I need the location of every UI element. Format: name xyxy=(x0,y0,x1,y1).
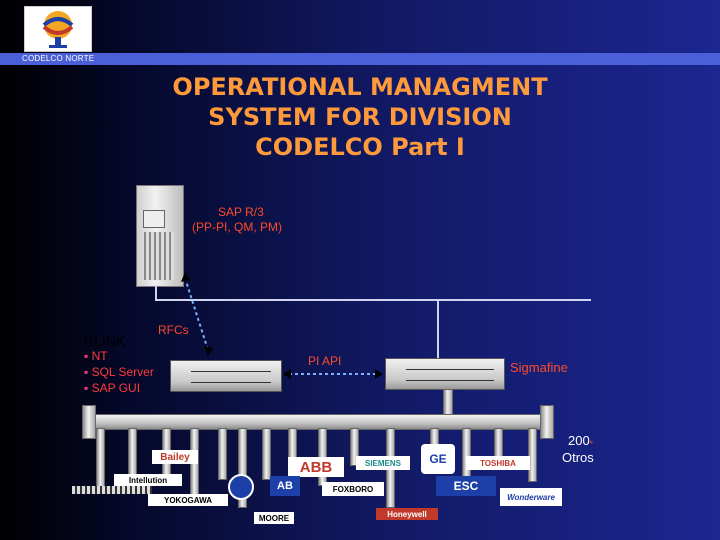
pi-pipe-drop xyxy=(443,389,453,417)
pipe-drop xyxy=(528,428,537,482)
rlink-server-unit xyxy=(170,360,282,392)
server-slots xyxy=(144,232,174,280)
vendor-logo-bailey: Bailey xyxy=(152,450,198,464)
vendor-logo-siemens: SIEMENS xyxy=(356,456,410,470)
server-panel xyxy=(143,210,165,228)
rfcs-arrow xyxy=(181,272,213,356)
vendor-emblem-icon xyxy=(228,474,254,500)
server-drop-line xyxy=(155,285,157,299)
vendor-logo-toshiba: TOSHIBA xyxy=(466,456,530,470)
vendor-logo-strip xyxy=(72,486,152,494)
rfcs-label: RFCs xyxy=(158,323,189,337)
pipe-drop xyxy=(462,428,471,482)
sigmafine-label: Sigmafine xyxy=(510,360,568,375)
vendor-logo-abb: ABB xyxy=(288,457,344,477)
title-line-3: CODELCO Part I xyxy=(255,133,465,161)
others-label: Otros xyxy=(562,450,594,465)
rlink-item: ▪ SQL Server xyxy=(84,365,154,379)
rlink-item-list: ▪ NT ▪ SQL Server ▪ SAP GUI xyxy=(84,348,154,396)
rlink-label: RLINK xyxy=(84,333,126,349)
vendor-logo-moore: MOORE xyxy=(254,512,294,524)
pipe-drop xyxy=(262,428,271,480)
pipe-drop xyxy=(96,428,105,490)
pipe-drop xyxy=(128,428,137,480)
others-count-label: 200▪ xyxy=(568,433,593,448)
pipe-drop xyxy=(238,428,247,508)
pi-api-label: PI API xyxy=(308,354,342,368)
vendor-logo-esc: ESC xyxy=(436,476,496,496)
rlink-item: ▪ SAP GUI xyxy=(84,381,141,395)
codelco-logo-icon xyxy=(42,11,74,48)
header-band xyxy=(0,53,720,65)
pipe-drop xyxy=(494,428,503,458)
vendor-logo-wonderware: Wonderware xyxy=(500,488,562,506)
codelco-logo xyxy=(24,6,92,52)
vendor-logo-ab: AB xyxy=(270,476,300,496)
company-label: CODELCO NORTE xyxy=(22,54,95,63)
sap-server xyxy=(136,185,184,287)
vendor-logo-foxboro: FOXBORO xyxy=(322,482,384,496)
pipe-drop xyxy=(350,428,359,466)
lan-drop-line xyxy=(437,299,439,359)
pi-server-unit xyxy=(385,358,505,390)
pipe-drop xyxy=(190,428,199,500)
lan-line xyxy=(155,299,591,301)
sap-label: SAP R/3 xyxy=(218,205,264,219)
vendor-logo-honeywell: Honeywell xyxy=(376,508,438,520)
pipe-end-right xyxy=(540,405,554,439)
sap-modules-label: (PP-PI, QM, PM) xyxy=(192,220,282,234)
rlink-item: ▪ NT xyxy=(84,349,108,363)
pi-api-arrow xyxy=(283,369,383,379)
pipe-drop xyxy=(218,428,227,480)
pipe-end-left xyxy=(82,405,96,439)
page-title: OPERATIONAL MANAGMENT SYSTEM FOR DIVISIO… xyxy=(110,72,610,162)
vendor-logo-ge: GE xyxy=(421,444,455,474)
title-line-2: SYSTEM FOR DIVISION xyxy=(208,103,512,131)
vendor-logo-intellution: Intellution xyxy=(114,474,182,486)
vendor-logo-yokogawa: YOKOGAWA xyxy=(148,494,228,506)
title-line-1: OPERATIONAL MANAGMENT xyxy=(172,73,548,101)
